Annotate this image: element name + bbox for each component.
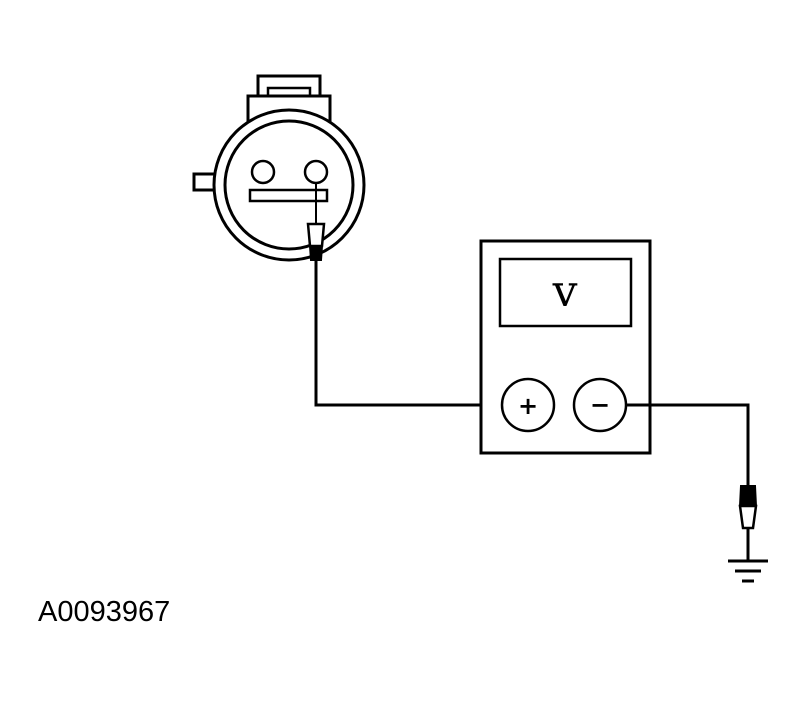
ground-symbol — [728, 559, 768, 583]
wire-positive-lead — [314, 260, 500, 407]
voltmeter: v + − — [479, 239, 652, 455]
positive-terminal-symbol: + — [518, 392, 538, 420]
back-probe — [306, 183, 326, 261]
ground-probe-handle — [738, 485, 758, 507]
back-probe-boot — [306, 222, 326, 248]
figure-id: A0093967 — [38, 596, 171, 628]
connector — [192, 74, 366, 262]
voltmeter-display — [498, 257, 633, 328]
back-probe-handle — [308, 245, 324, 261]
ground-probe — [738, 485, 758, 560]
positive-terminal — [500, 377, 556, 433]
ground-probe-tip — [738, 504, 758, 530]
wire-negative-lead — [626, 403, 750, 486]
connector-face — [223, 119, 355, 251]
connector-polarizing-bar — [248, 188, 329, 203]
connector-terminal-2 — [303, 159, 329, 185]
negative-terminal-symbol: − — [590, 391, 610, 419]
connector-terminal-1 — [250, 159, 276, 185]
connector-key-tab — [192, 172, 214, 192]
voltmeter-display-symbol: v — [552, 266, 578, 317]
